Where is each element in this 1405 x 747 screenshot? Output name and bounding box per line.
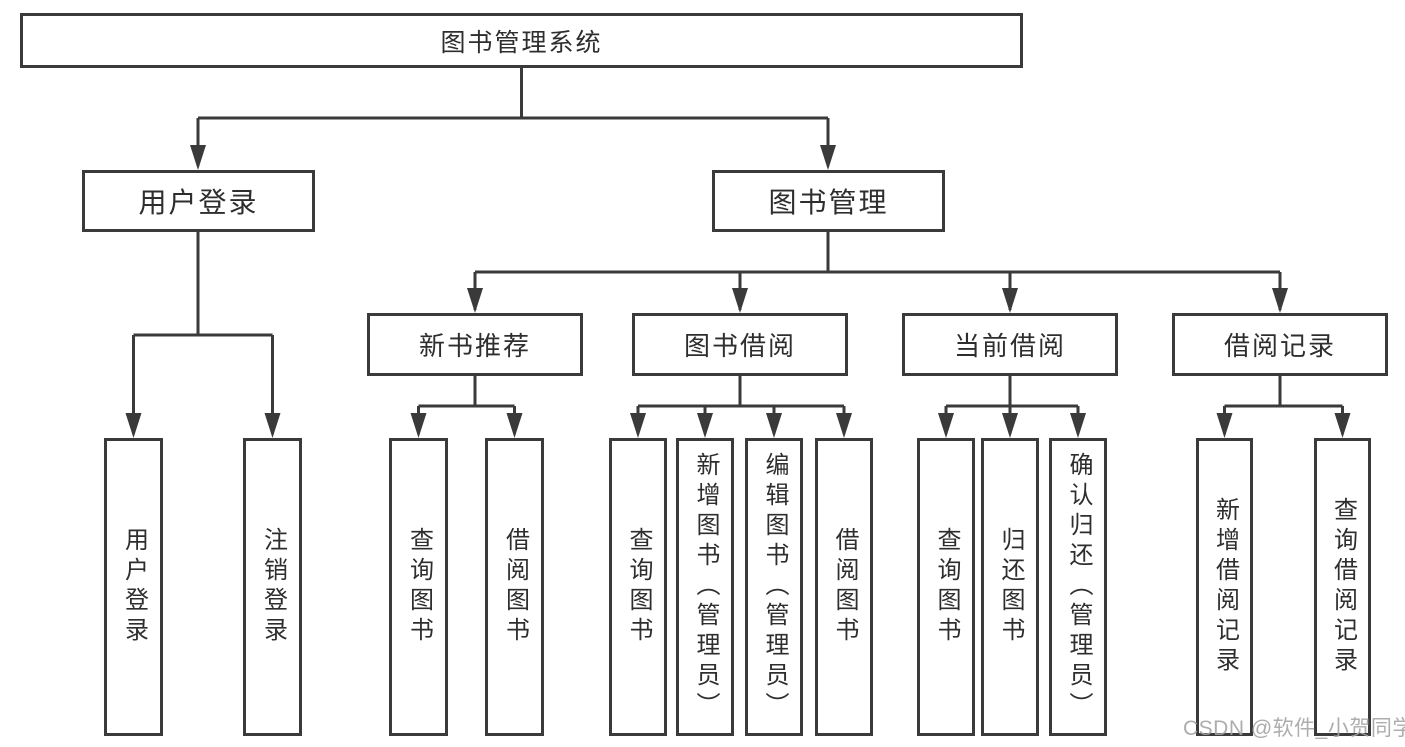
leaf-label: 查询图书: [933, 527, 960, 647]
leaf-label: 查询图书: [405, 527, 433, 647]
leaf-label: 注销登录: [259, 527, 287, 647]
leaf-label: 查询借阅记录: [1329, 497, 1357, 677]
leaf-label: 新增图书（管理员）: [692, 452, 719, 722]
node-system-root: 图书管理系统: [20, 13, 1023, 68]
leaf-query-borrow-record: 查询借阅记录: [1314, 438, 1371, 736]
node-book-management: 图书管理: [712, 170, 945, 232]
leaf-edit-book-admin: 编辑图书（管理员）: [745, 438, 803, 736]
node-new-book-recommend: 新书推荐: [367, 313, 583, 376]
node-label: 图书管理系统: [440, 28, 603, 57]
connector-paths: [132, 66, 1344, 434]
node-borrow-records: 借阅记录: [1172, 313, 1388, 376]
leaf-confirm-return-admin: 确认归还（管理员）: [1049, 438, 1107, 736]
csdn-watermark: CSDN @软件_小贺同学: [1183, 717, 1405, 740]
node-label: 当前借阅: [953, 331, 1066, 361]
leaf-label: 新增借阅记录: [1211, 497, 1239, 677]
leaf-borrow-books-recommend: 借阅图书: [485, 438, 544, 736]
node-label: 借阅记录: [1223, 331, 1336, 361]
leaf-query-books-current: 查询图书: [917, 438, 975, 736]
node-label: 图书借阅: [683, 331, 796, 361]
leaf-label: 借阅图书: [501, 527, 529, 647]
leaf-return-book: 归还图书: [981, 438, 1039, 736]
node-label: 新书推荐: [418, 331, 531, 361]
leaf-borrow-books-borrowing: 借阅图书: [815, 438, 873, 736]
leaf-logout: 注销登录: [243, 438, 302, 736]
leaf-label: 归还图书: [997, 527, 1024, 647]
arrowheads: [125, 145, 1351, 438]
leaf-query-books-borrowing: 查询图书: [609, 438, 667, 736]
leaf-add-book-admin: 新增图书（管理员）: [676, 438, 734, 736]
leaf-label: 查询图书: [625, 527, 652, 647]
leaf-add-borrow-record: 新增借阅记录: [1196, 438, 1253, 736]
leaf-user-login: 用户登录: [104, 438, 163, 736]
node-user-login: 用户登录: [82, 170, 315, 232]
leaf-label: 用户登录: [120, 527, 148, 647]
node-book-borrowing: 图书借阅: [632, 313, 848, 376]
leaf-query-books-recommend: 查询图书: [389, 438, 448, 736]
leaf-label: 确认归还（管理员）: [1065, 452, 1092, 722]
node-current-borrowing: 当前借阅: [902, 313, 1118, 376]
leaf-label: 编辑图书（管理员）: [761, 452, 788, 722]
node-label: 图书管理: [768, 187, 889, 218]
leaf-label: 借阅图书: [831, 527, 858, 647]
node-label: 用户登录: [138, 187, 259, 218]
